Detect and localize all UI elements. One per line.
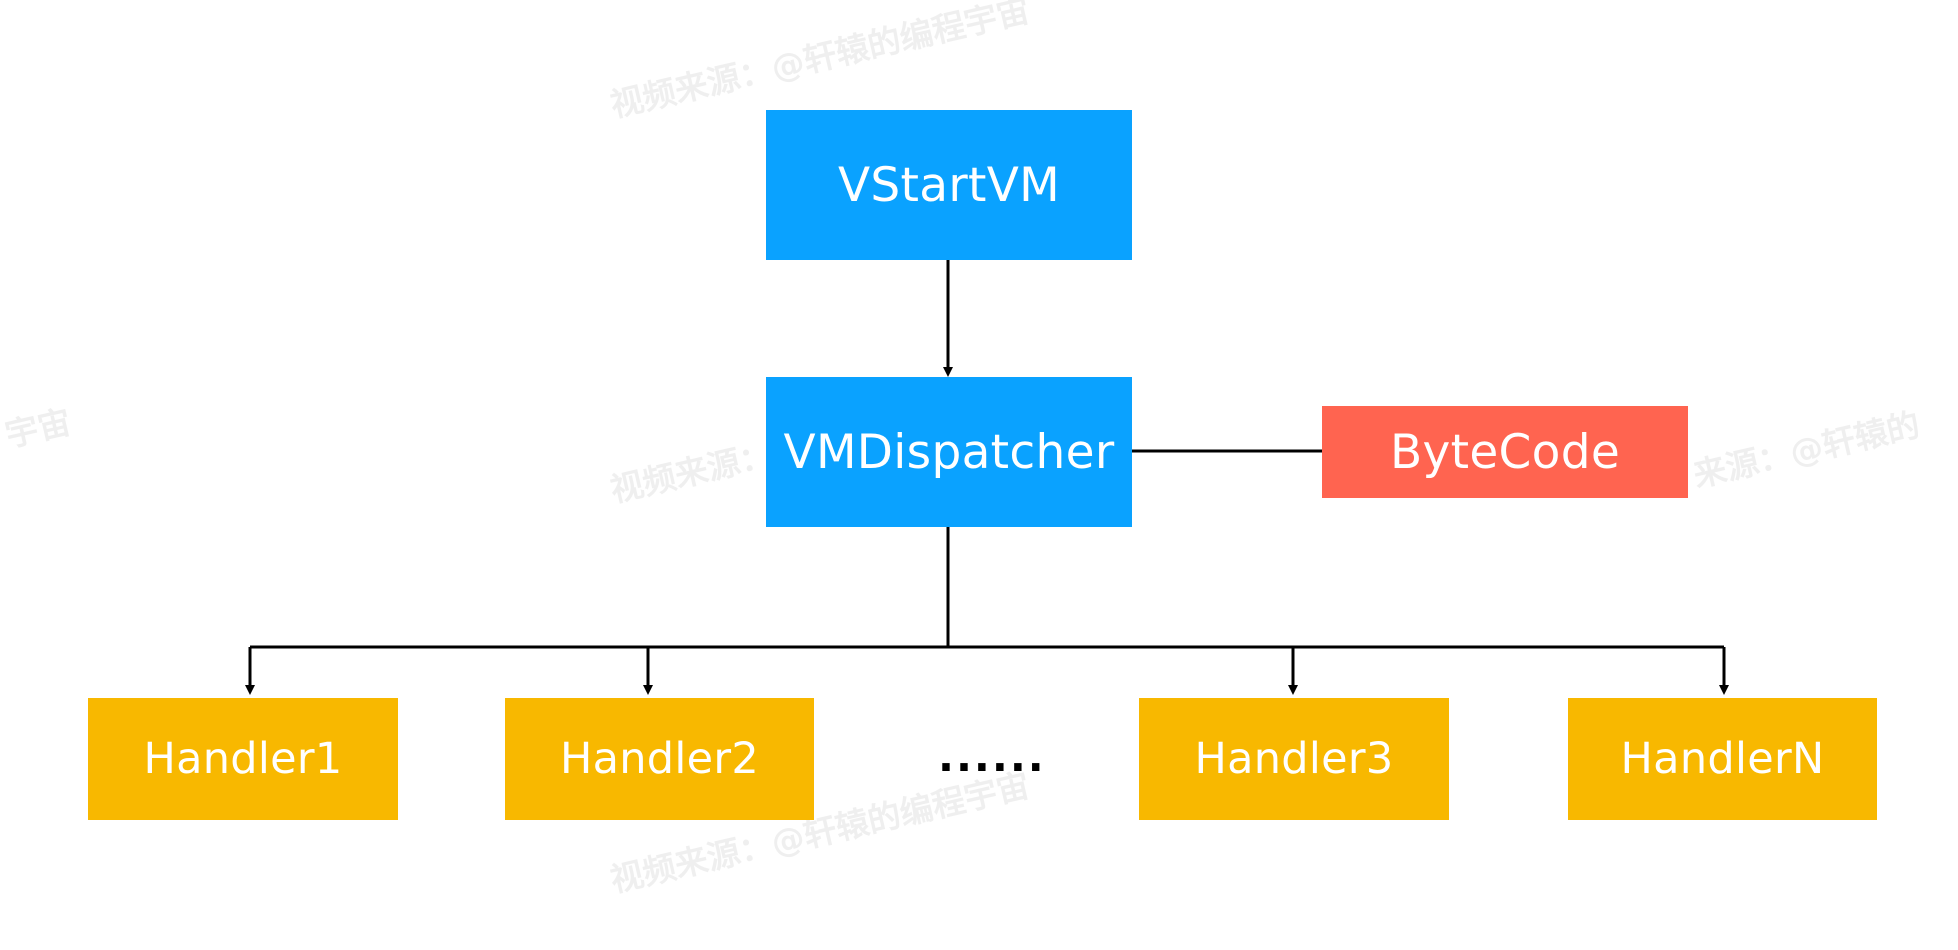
ellipsis: ......: [938, 732, 1046, 781]
vmdispatcher-node: VMDispatcher: [766, 377, 1132, 527]
handler2-node: Handler2: [505, 698, 814, 820]
handler2-label: Handler2: [559, 734, 760, 784]
handler1-label: Handler1: [143, 734, 343, 784]
bytecode-node: ByteCode: [1322, 406, 1688, 498]
handlerN-node: HandlerN: [1568, 698, 1877, 820]
bytecode-label: ByteCode: [1389, 424, 1621, 480]
vstartvm-label: VStartVM: [837, 157, 1061, 213]
handler3-node: Handler3: [1139, 698, 1449, 820]
handler3-label: Handler3: [1194, 734, 1394, 784]
vstartvm-node: VStartVM: [766, 110, 1132, 260]
handler1-node: Handler1: [88, 698, 398, 820]
handlerN-label: HandlerN: [1620, 734, 1825, 784]
vmdispatcher-label: VMDispatcher: [783, 424, 1115, 480]
